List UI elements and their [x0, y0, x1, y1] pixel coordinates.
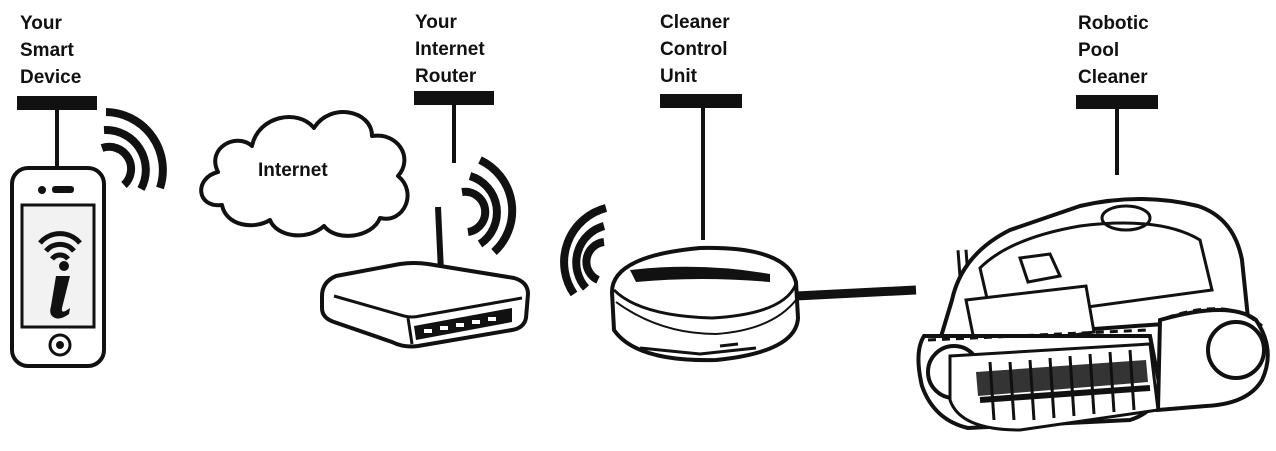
robotic-pool-cleaner — [916, 197, 1270, 432]
control-unit-callout — [660, 94, 742, 240]
info-icon — [38, 231, 82, 319]
device-callout — [17, 96, 97, 167]
wifi-icon — [100, 108, 167, 191]
label-robotic-pool-cleaner: Robotic Pool Cleaner — [1078, 13, 1149, 88]
wifi-icon — [560, 204, 608, 297]
robot-callout — [1076, 95, 1158, 175]
router-callout — [414, 91, 494, 163]
internet-cloud — [199, 110, 410, 238]
label-internet-router: Your Internet Router — [415, 12, 485, 87]
label-control-unit: Cleaner Control Unit — [660, 12, 730, 87]
router — [320, 206, 530, 349]
control-unit — [610, 245, 800, 363]
smartphone — [10, 166, 106, 368]
cable — [795, 285, 917, 301]
wifi-icon — [461, 156, 517, 255]
label-smart-device: Your Smart Device — [20, 13, 82, 88]
cloud-label: Internet — [258, 160, 328, 181]
